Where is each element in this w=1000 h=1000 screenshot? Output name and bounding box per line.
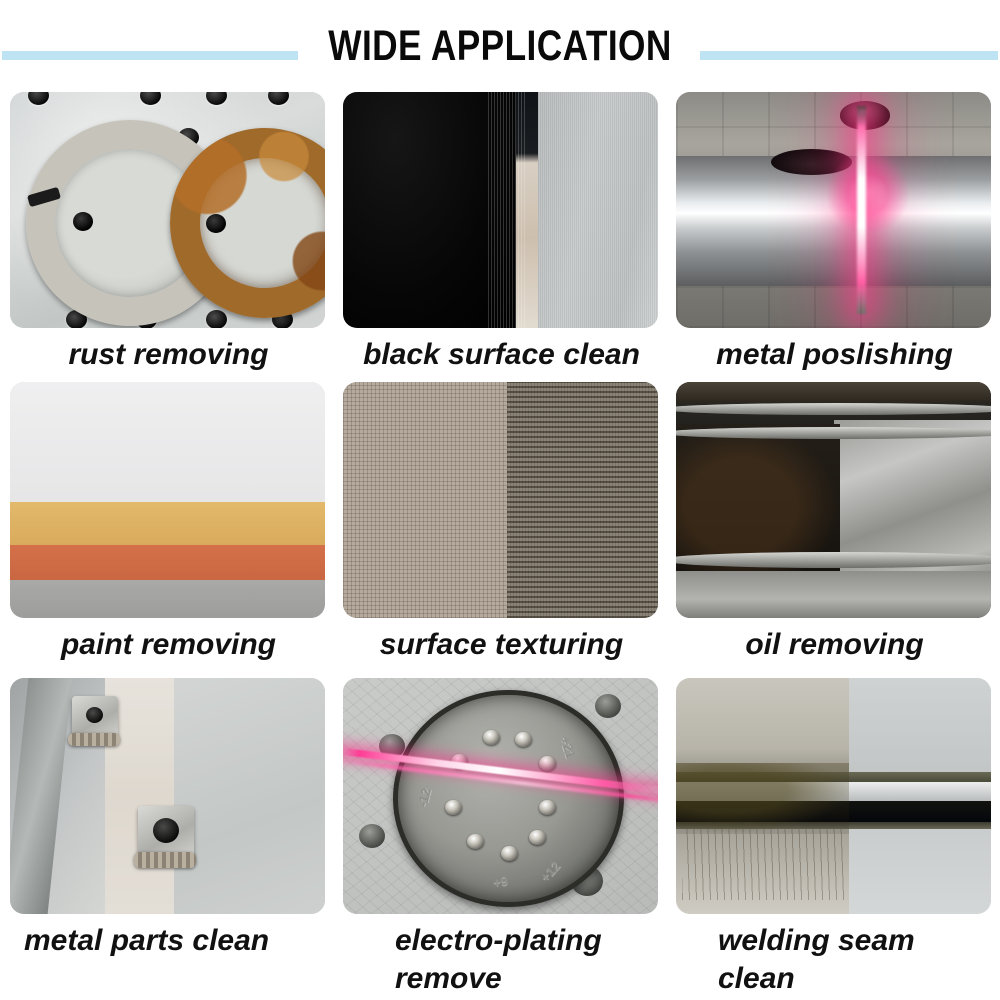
- caption-black-surface-clean: black surface clean: [363, 338, 640, 371]
- caption-metal-parts-clean: metal parts clean: [24, 924, 270, 957]
- surface-texturing-illustration: [343, 382, 658, 618]
- caption-paint-removing: paint removing: [60, 628, 277, 661]
- caption-rust-removing: rust removing: [68, 338, 269, 371]
- photo-wrap: [0, 678, 333, 914]
- header-rule-left: [2, 51, 298, 60]
- application-grid: rust removing black surface clean: [0, 92, 1000, 1000]
- photo-wrap: [0, 382, 333, 618]
- metal-poslishing-illustration: [676, 92, 991, 328]
- welding-seam-clean-illustration: [676, 678, 991, 914]
- application-card-metal-poslishing[interactable]: metal poslishing: [666, 92, 999, 382]
- oil-removing-illustration: [676, 382, 991, 618]
- photo-welding-seam-clean: [676, 678, 991, 914]
- grid-row: rust removing black surface clean: [0, 92, 1000, 382]
- photo-wrap: [666, 92, 999, 328]
- photo-wrap: +21 -12 +12 +9: [333, 678, 666, 914]
- application-card-rust-removing[interactable]: rust removing: [0, 92, 333, 382]
- caption-metal-poslishing: metal poslishing: [716, 338, 953, 371]
- metal-parts-clean-illustration: [10, 678, 325, 914]
- caption-surface-texturing: surface texturing: [379, 628, 624, 661]
- photo-metal-poslishing: [676, 92, 991, 328]
- photo-black-surface-clean: [343, 92, 658, 328]
- photo-surface-texturing: [343, 382, 658, 618]
- paint-removing-illustration: [10, 382, 325, 618]
- grid-row: metal parts clean: [0, 678, 1000, 1000]
- photo-oil-removing: [676, 382, 991, 618]
- photo-wrap: [666, 678, 999, 914]
- application-card-surface-texturing[interactable]: surface texturing: [333, 382, 666, 678]
- application-card-metal-parts-clean[interactable]: metal parts clean: [0, 678, 333, 1000]
- laser-beam: [857, 106, 867, 314]
- black-surface-clean-illustration: [343, 92, 658, 328]
- photo-paint-removing: [10, 382, 325, 618]
- page-header: WIDE APPLICATION: [0, 0, 1000, 92]
- application-card-paint-removing[interactable]: paint removing: [0, 382, 333, 678]
- photo-wrap: [0, 92, 333, 328]
- photo-rust-removing: [10, 92, 325, 328]
- page-title: WIDE APPLICATION: [328, 22, 672, 70]
- application-card-black-surface-clean[interactable]: black surface clean: [333, 92, 666, 382]
- photo-wrap: [333, 92, 666, 328]
- caption-welding-seam-clean: welding seam clean: [718, 924, 915, 995]
- electro-plating-remove-illustration: +21 -12 +12 +9: [343, 678, 658, 914]
- photo-wrap: [666, 382, 999, 618]
- photo-metal-parts-clean: [10, 678, 325, 914]
- header-rule-right: [700, 51, 998, 60]
- grid-row: paint removing surface texturing: [0, 382, 1000, 678]
- plated-disc: [393, 689, 624, 908]
- application-card-electro-plating-remove[interactable]: +21 -12 +12 +9 electro-plating remove: [333, 678, 666, 1000]
- photo-electro-plating-remove: +21 -12 +12 +9: [343, 678, 658, 914]
- laser-glow: [827, 153, 910, 234]
- application-card-welding-seam-clean[interactable]: welding seam clean: [666, 678, 999, 1000]
- photo-wrap: [333, 382, 666, 618]
- application-card-oil-removing[interactable]: oil removing: [666, 382, 999, 678]
- caption-electro-plating-remove: electro-plating remove: [395, 924, 602, 995]
- caption-oil-removing: oil removing: [745, 628, 924, 661]
- rust-removing-illustration: [10, 92, 325, 328]
